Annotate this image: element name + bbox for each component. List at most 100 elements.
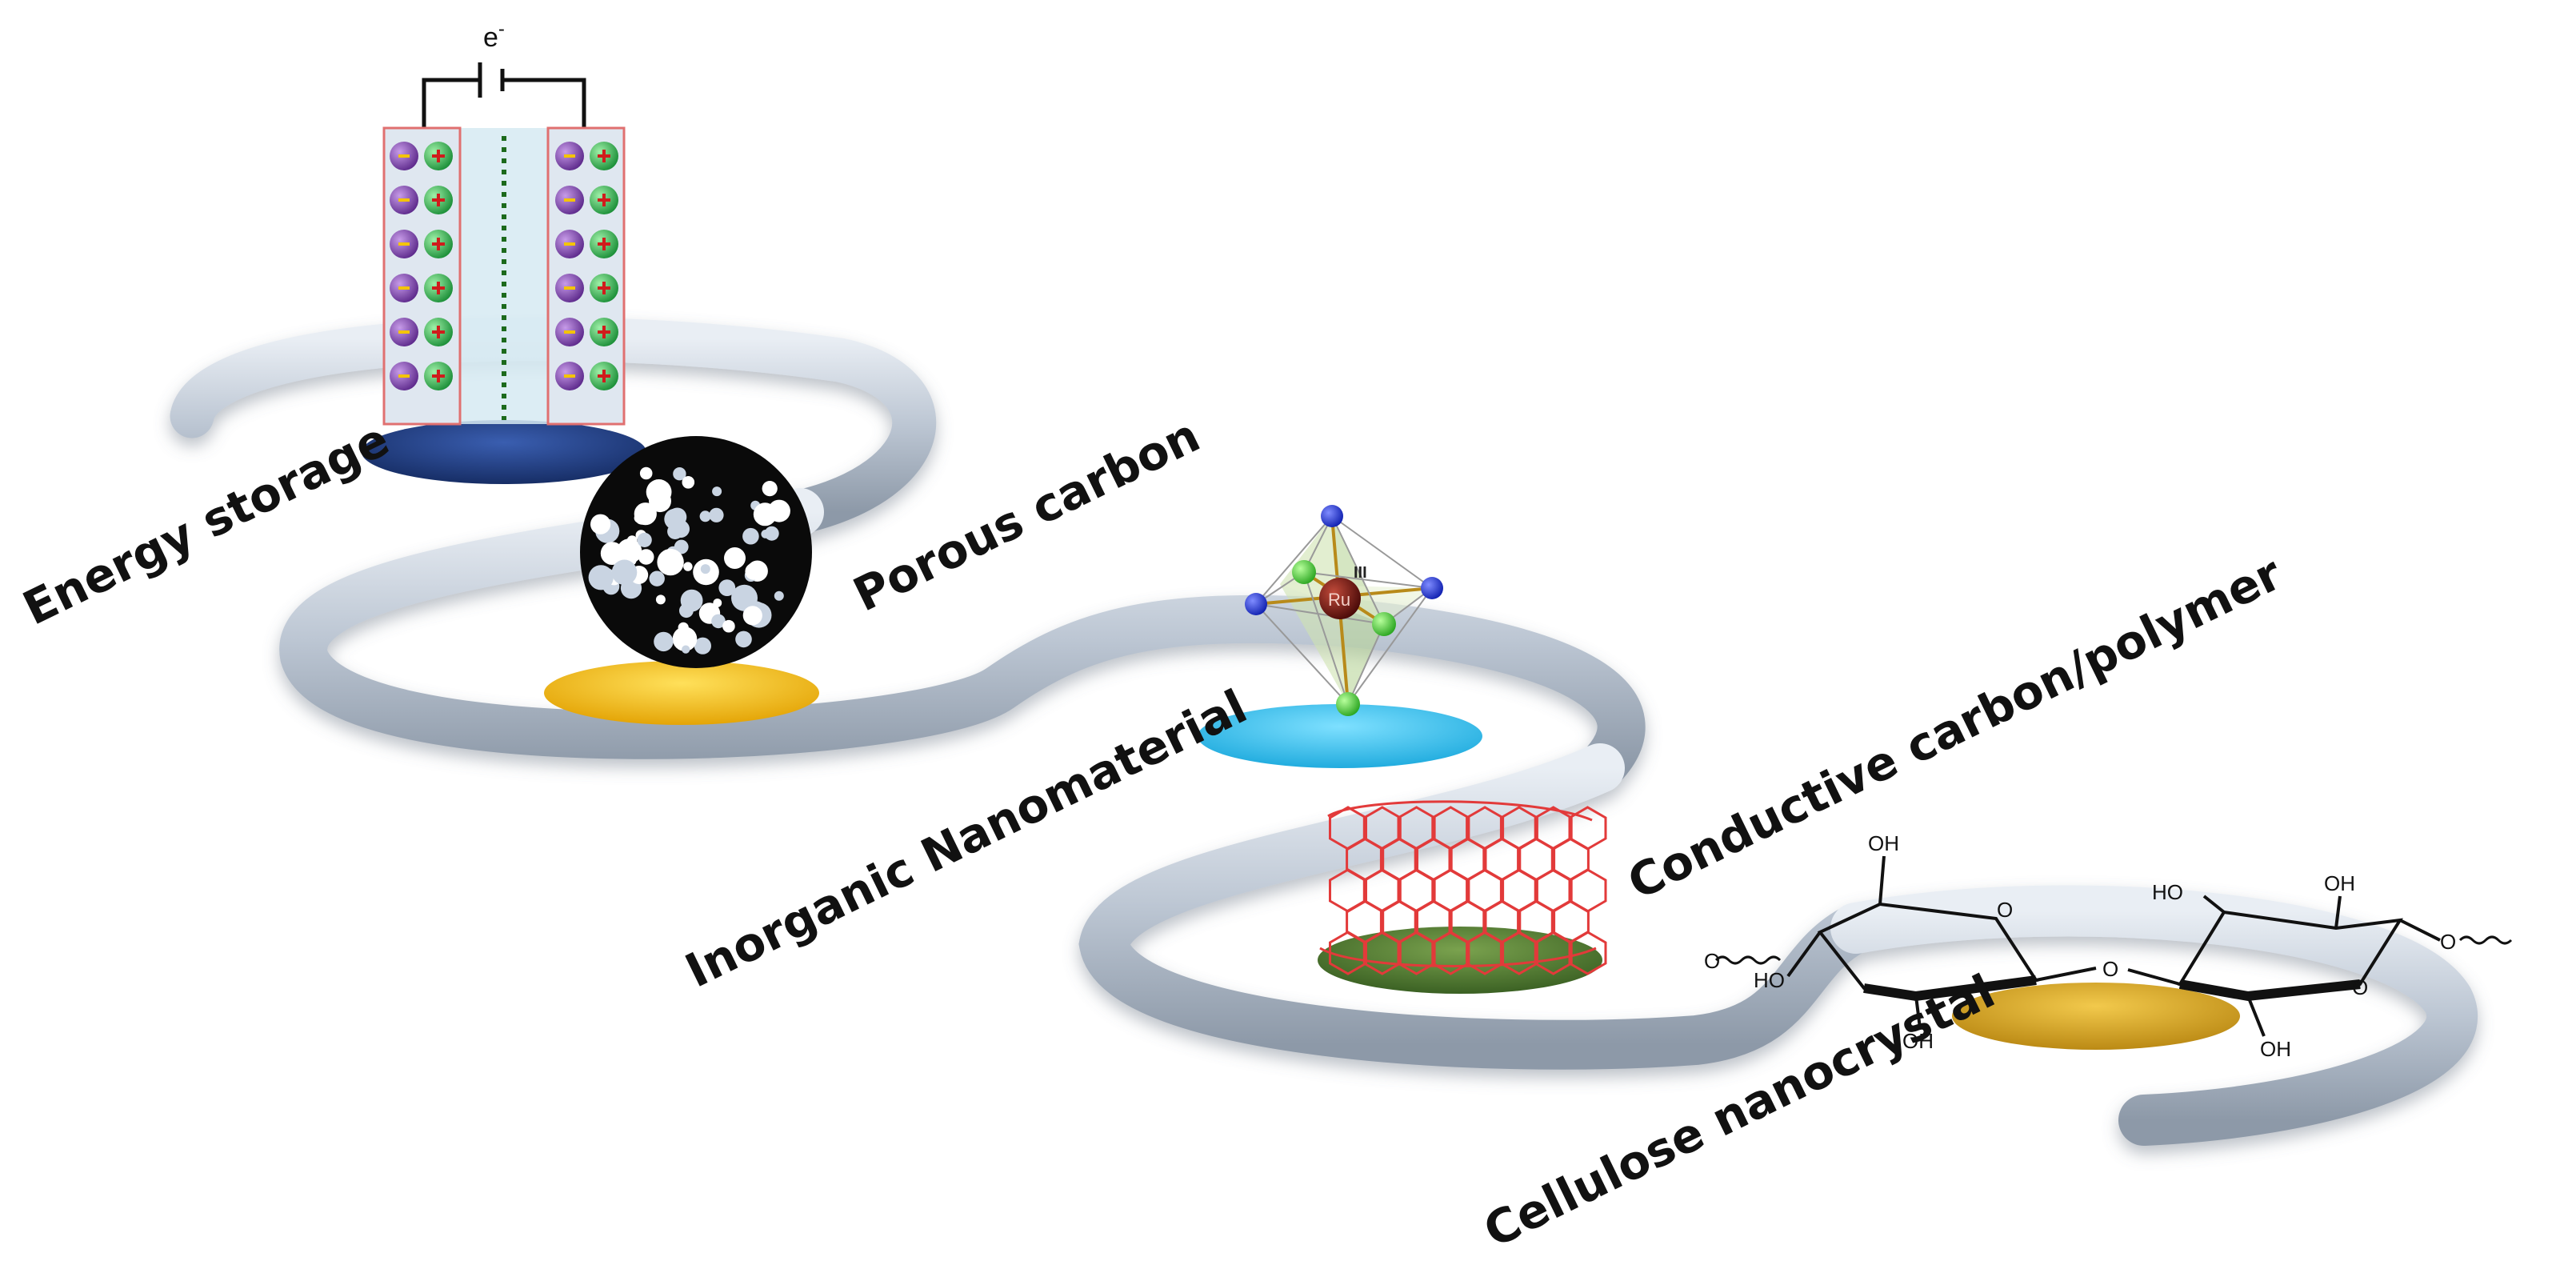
- pore: [679, 603, 694, 618]
- nanotube-hexagon: [1568, 868, 1607, 913]
- chem-ho-1: HO: [1754, 968, 1785, 992]
- oh-bond-ring2-bottom: [2246, 995, 2266, 1037]
- pore: [713, 598, 722, 607]
- nanotube-hexagon: [1466, 868, 1505, 913]
- cellulose-atom-labels: OH O HO OH O O HO OH O O OH: [1704, 831, 2456, 1061]
- carbon-nanotube: [1319, 800, 1607, 975]
- nanotube-hexagon: [1448, 837, 1487, 882]
- ligand-blue-left: [1245, 593, 1267, 615]
- chem-o-2: O: [2102, 957, 2118, 981]
- pore: [617, 538, 642, 564]
- ribbon-path: [170, 317, 2478, 1146]
- ligand-green-lower: [1372, 612, 1396, 636]
- pore: [742, 527, 759, 545]
- cellulose-structure: [1714, 855, 2513, 1037]
- oh-bond-ring1-bottom: [1914, 995, 1922, 1029]
- ligand-blue-top: [1321, 505, 1343, 527]
- pore: [745, 562, 762, 580]
- chem-oh-1: OH: [1868, 831, 1899, 855]
- pore: [611, 559, 638, 586]
- pore: [694, 637, 712, 655]
- pore: [678, 622, 689, 633]
- ligand-blue-right: [1421, 577, 1443, 599]
- ribbon-segment-2: [279, 488, 1646, 792]
- pore: [634, 513, 644, 523]
- nanotube-outline-bottom: [1319, 947, 1597, 967]
- ligand-green-upper: [1292, 560, 1316, 584]
- oh-bond-ring1-left: [1786, 931, 1822, 978]
- chem-o-3: O: [2352, 975, 2368, 999]
- nanotube-hexagon: [1362, 868, 1402, 913]
- glycosidic-bond-2: [2127, 968, 2181, 986]
- pore: [724, 547, 746, 569]
- oh-bond-ring2-top: [2202, 895, 2226, 914]
- pore: [638, 549, 654, 565]
- nanotube-hexagon: [1482, 837, 1522, 882]
- ribbon-segment-3: [1078, 743, 1881, 1070]
- pore: [718, 579, 736, 596]
- ch2oh-bond: [1878, 855, 1886, 905]
- pore: [699, 510, 711, 522]
- nanotube-lattice: [1329, 806, 1607, 975]
- oh-bond-ring2-right: [2334, 895, 2342, 929]
- pores: [588, 466, 790, 655]
- ru-label: Ru: [1328, 590, 1350, 610]
- nanotube-hexagon: [1431, 868, 1470, 913]
- wavy-bond-left: [1714, 955, 1782, 965]
- pore: [649, 570, 665, 586]
- pore: [654, 631, 674, 652]
- pore: [590, 514, 611, 534]
- nanotube-hexagon: [1397, 868, 1436, 913]
- ru-octahedron: Ru III: [1245, 505, 1443, 716]
- nanotube-outline-top: [1327, 800, 1593, 822]
- pore: [774, 590, 784, 601]
- pore: [711, 614, 726, 629]
- capacitor-illustration: e-: [382, 18, 626, 426]
- pore: [664, 508, 686, 530]
- pore: [682, 476, 695, 489]
- ribbon-segment-4: [1830, 885, 2478, 1146]
- disc-cyan: [1198, 704, 1482, 768]
- pore: [588, 565, 614, 590]
- chem-oh-2: OH: [1902, 1029, 1934, 1053]
- electron-label: e-: [483, 18, 505, 53]
- chem-oh-4: OH: [2260, 1037, 2291, 1061]
- nanotube-hexagon: [1499, 868, 1538, 913]
- pore: [735, 630, 752, 648]
- nanotube-hexagon: [1534, 868, 1573, 913]
- pore: [700, 564, 710, 574]
- ion-rows: [390, 142, 618, 390]
- disc-green: [1318, 927, 1602, 994]
- disc-yellow: [544, 661, 819, 725]
- pore: [637, 532, 652, 548]
- pore: [673, 467, 686, 481]
- ru-center-atom: [1319, 578, 1361, 619]
- label-conductive-carbon-polymer: Conductive carbon/polymer: [1619, 546, 2290, 910]
- circuit-wire: [422, 78, 586, 128]
- disc-navy: [362, 420, 646, 484]
- chem-ho-2: HO: [2152, 880, 2183, 904]
- porous-carbon-sphere: [580, 436, 812, 668]
- wavy-bond-right: [2458, 935, 2513, 945]
- pore: [682, 645, 690, 654]
- disc-gold: [1952, 983, 2240, 1050]
- nanotube-hexagon: [1329, 868, 1367, 913]
- chem-o-4: O: [2440, 930, 2456, 954]
- oxidation-state-label: III: [1354, 564, 1367, 582]
- pore: [709, 507, 724, 522]
- pore: [649, 490, 671, 513]
- ligand-green-bottom: [1336, 692, 1360, 716]
- chem-oh-3: OH: [2324, 871, 2355, 895]
- chem-o-5: O: [1704, 949, 1720, 973]
- pore: [639, 466, 653, 480]
- nanotube-hexagon: [1550, 899, 1590, 944]
- pore: [712, 486, 722, 497]
- nanotube-hexagon: [1550, 837, 1590, 882]
- ring-2-wedge: [2178, 979, 2361, 1002]
- nanotube-hexagon: [1568, 931, 1607, 975]
- glycosidic-bond: [2035, 967, 2097, 982]
- pore: [742, 606, 762, 626]
- ribbon-segment-1: [170, 317, 937, 534]
- pore: [762, 481, 778, 497]
